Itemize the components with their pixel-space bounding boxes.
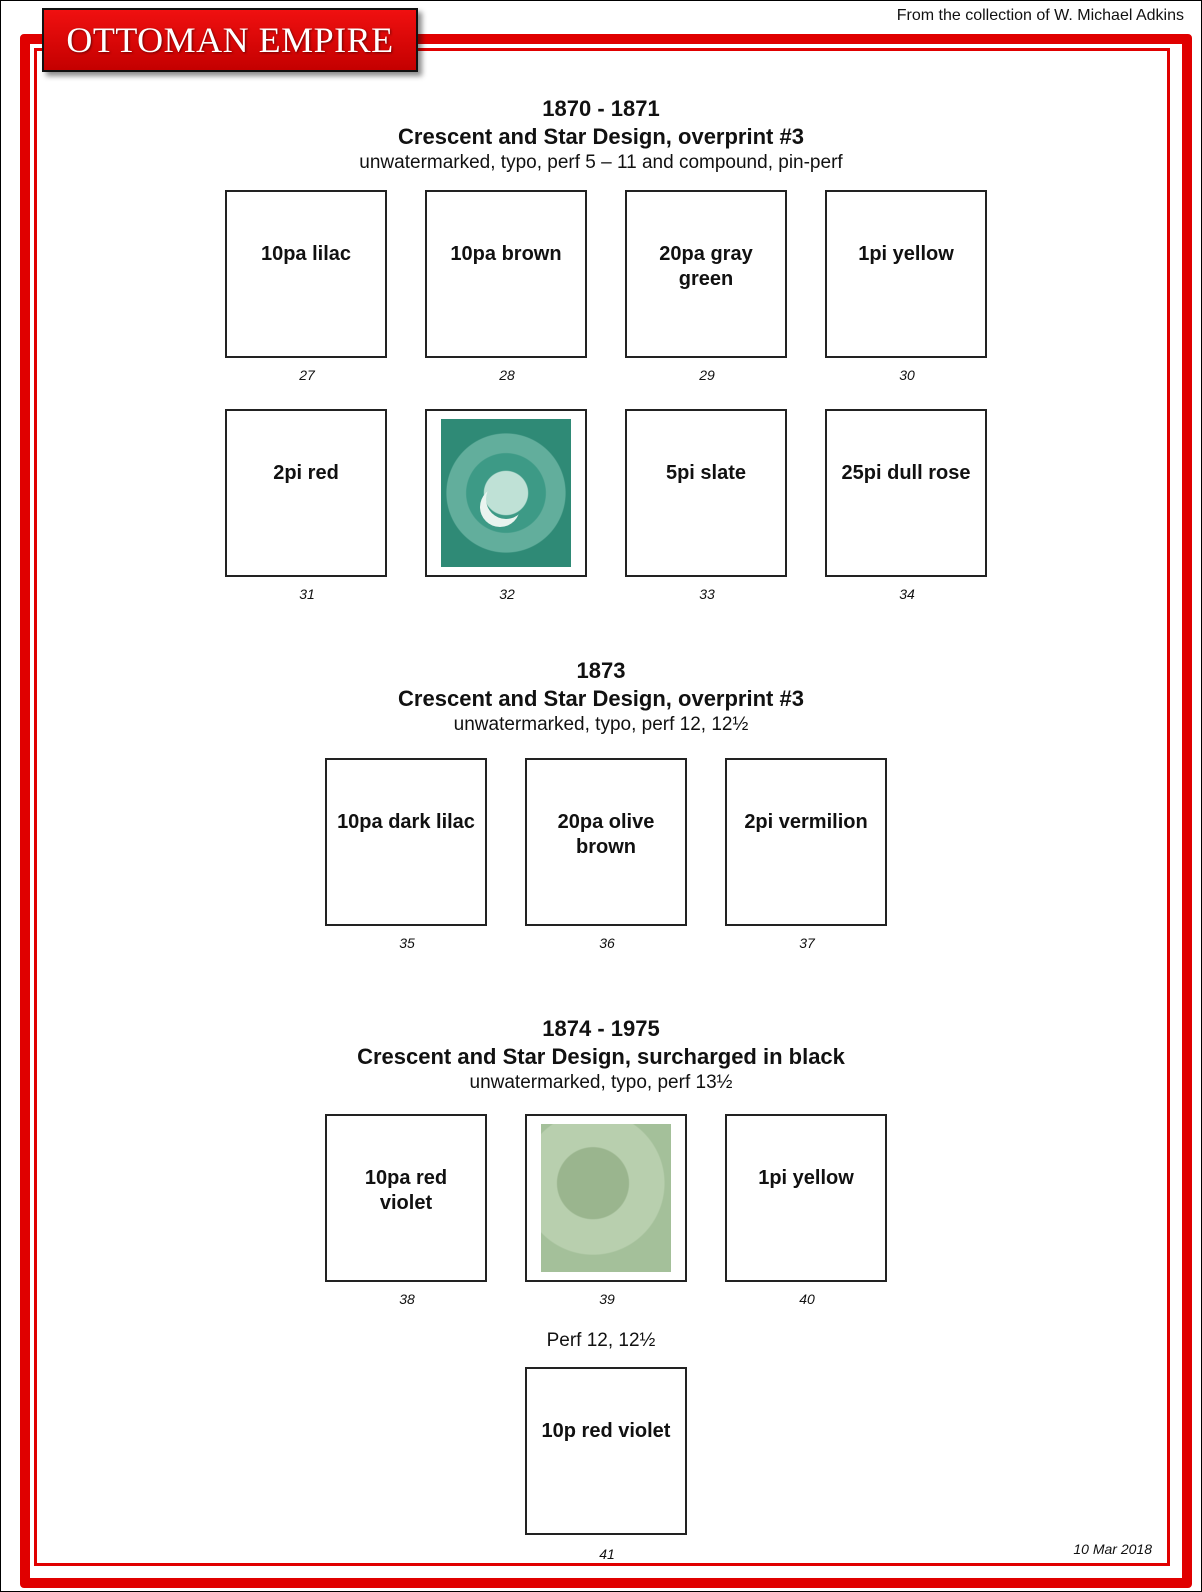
stamp-space: 25pi dull rose	[825, 409, 987, 577]
crescent-icon	[486, 479, 526, 519]
section-year: 1873	[576, 658, 626, 683]
section-year: 1874 - 1975	[542, 1016, 660, 1041]
stamp-number: 40	[799, 1291, 815, 1307]
stamp-space: 10pa dark lilac	[325, 758, 487, 926]
section-design: Crescent and Star Design, overprint #3	[398, 124, 804, 149]
stamp-number: 27	[299, 367, 315, 383]
stamp-label: 1pi yellow	[858, 243, 954, 265]
stamp-space: 5pi slate	[625, 409, 787, 577]
stamp-number: 41	[599, 1546, 615, 1562]
stamp-space: 10pa red violet	[325, 1114, 487, 1282]
stamp-label: 10pa brown	[450, 243, 562, 265]
stamp-space: 2pi red	[225, 409, 387, 577]
stamp-number: 29	[699, 367, 715, 383]
red-border	[20, 34, 1192, 1588]
stamp-space: 1pi yellow	[825, 190, 987, 358]
stamp-label: 25pi dull rose	[841, 462, 971, 484]
stamp-number: 31	[299, 586, 315, 602]
stamp-label: 20pa gray green	[659, 243, 753, 290]
section-design: Crescent and Star Design, surcharged in …	[357, 1044, 845, 1069]
stamp-label: 10p red violet	[541, 1420, 671, 1442]
stamp-space: 10pa lilac	[225, 190, 387, 358]
inner-red-border	[34, 48, 1170, 1566]
stamp-label: 1pi yellow	[758, 1167, 854, 1189]
section-year: 1870 - 1871	[542, 96, 660, 121]
collection-credit: From the collection of W. Michael Adkins	[896, 7, 1184, 24]
stamp-number: 35	[399, 935, 415, 951]
stamp-space-filled	[525, 1114, 687, 1282]
stamp-number: 30	[899, 367, 915, 383]
stamp-label: 10pa red violet	[364, 1167, 448, 1214]
stamp-space: 20pa gray green	[625, 190, 787, 358]
stamp-label: 10pa lilac	[260, 243, 352, 265]
section-details: unwatermarked, typo, perf 12, 12½	[453, 714, 749, 735]
stamp-number: 33	[699, 586, 715, 602]
stamp-number: 36	[599, 935, 615, 951]
stamp-space: 2pi vermilion	[725, 758, 887, 926]
stamp-label: 5pi slate	[665, 462, 747, 484]
stamp-image	[541, 1124, 671, 1272]
stamp-label: 20pa olive brown	[557, 811, 655, 858]
stamp-space: 20pa olive brown	[525, 758, 687, 926]
stamp-number: 37	[799, 935, 815, 951]
section-details: unwatermarked, typo, perf 5 – 11 and com…	[359, 152, 843, 173]
stamp-label: 2pi red	[273, 462, 339, 484]
stamp-number: 28	[499, 367, 515, 383]
stamp-number: 39	[599, 1291, 615, 1307]
stamp-label: 2pi vermilion	[744, 811, 868, 833]
stamp-image	[441, 419, 571, 567]
section-heading: 1873 Crescent and Star Design, overprint…	[0, 657, 1202, 737]
stamp-space: 1pi yellow	[725, 1114, 887, 1282]
stamp-number: 32	[499, 586, 515, 602]
section-heading: 1870 - 1871 Crescent and Star Design, ov…	[0, 95, 1202, 175]
stamp-label: 10pa dark lilac	[337, 811, 475, 833]
page-date: 10 Mar 2018	[1073, 1541, 1152, 1557]
stamp-number: 34	[899, 586, 915, 602]
stamp-space: 10pa brown	[425, 190, 587, 358]
section-heading: 1874 - 1975 Crescent and Star Design, su…	[0, 1015, 1202, 1095]
perf-subheading: Perf 12, 12½	[546, 1330, 656, 1351]
section-design: Crescent and Star Design, overprint #3	[398, 686, 804, 711]
stamp-space-filled	[425, 409, 587, 577]
country-banner: OTTOMAN EMPIRE	[42, 8, 418, 72]
stamp-number: 38	[399, 1291, 415, 1307]
stamp-space: 10p red violet	[525, 1367, 687, 1535]
section-details: unwatermarked, typo, perf 13½	[469, 1072, 733, 1093]
